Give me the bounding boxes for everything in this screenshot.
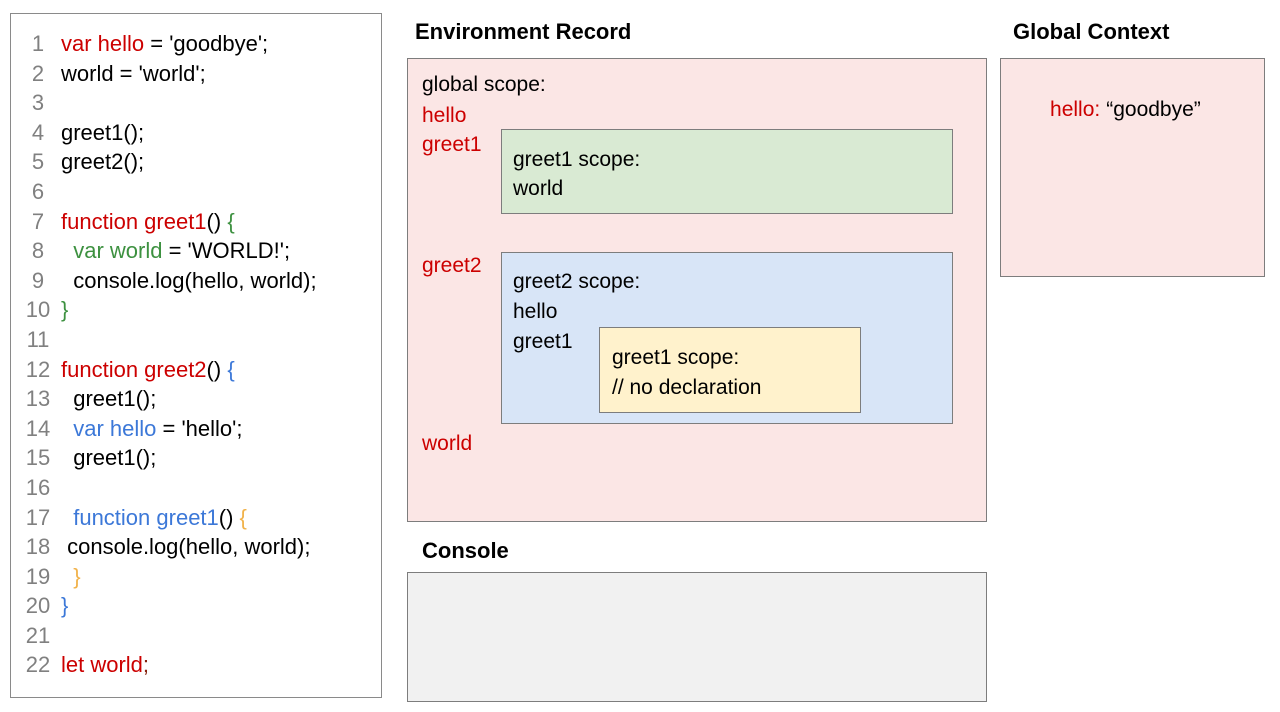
line-number: 4: [31, 119, 45, 145]
code-segment: world = 'world';: [61, 60, 206, 86]
code-line: 2 world = 'world';: [11, 59, 381, 89]
line-number: 22: [25, 652, 51, 678]
line-number: 2: [31, 60, 45, 86]
code-lines: 1 var hello = 'goodbye'; 2 world = 'world';…: [11, 29, 381, 680]
code-segment: = 'goodbye';: [144, 31, 269, 56]
line-number: 9: [31, 267, 45, 293]
code-panel: 1 var hello = 'goodbye'; 2 world = 'world';…: [10, 13, 382, 698]
code-line: 6: [11, 177, 381, 207]
code-line: 1 var hello = 'goodbye';: [11, 29, 381, 59]
greet2-scope-label: greet2 scope:: [513, 270, 641, 293]
code-line: 16: [11, 473, 381, 503]
line-number: 7: [31, 208, 45, 234]
global-var-world: world: [422, 432, 473, 455]
nested-greet1-scope-comment: // no declaration: [612, 376, 762, 399]
console-output-box: [407, 572, 987, 702]
greet2-scope-var-hello: hello: [513, 300, 558, 323]
code-line: 9 console.log(hello, world);: [11, 266, 381, 296]
line-number: 8: [31, 238, 45, 264]
code-segment: console.log(hello, world);: [61, 267, 317, 293]
line-number: 12: [25, 356, 51, 382]
line-number: 15: [25, 445, 51, 471]
code-segment: }: [61, 297, 69, 323]
environment-record-title: Environment Record: [415, 19, 632, 44]
code-segment: }: [61, 593, 69, 619]
code-segment: function greet1: [61, 504, 219, 530]
global-context-entry-name: hello:: [1050, 98, 1101, 121]
line-number: 11: [26, 326, 50, 352]
line-number: 3: [31, 90, 45, 116]
line-number: 19: [25, 563, 51, 589]
code-line: 19 }: [11, 562, 381, 592]
line-number: 5: [31, 149, 45, 175]
code-segment: = 'WORLD!';: [162, 238, 291, 264]
global-var-greet2: greet2: [422, 254, 482, 277]
code-line: 3: [11, 88, 381, 118]
global-var-hello: hello: [422, 104, 467, 127]
greet1-scope-label: greet1 scope:: [513, 148, 641, 171]
global-context-box: hello:“goodbye”: [1000, 58, 1265, 277]
code-segment: greet2();: [61, 149, 145, 175]
code-line: 18 console.log(hello, world);: [11, 532, 381, 562]
line-number: 13: [25, 386, 51, 412]
code-segment: function greet2: [61, 356, 207, 382]
code-segment: function greet1: [61, 208, 207, 234]
line-number: 1: [31, 31, 45, 56]
greet1-scope-box: greet1 scope: world: [501, 129, 953, 214]
code-segment: {: [227, 356, 235, 382]
line-number: 17: [25, 504, 51, 530]
code-segment: greet1();: [61, 386, 157, 412]
global-scope-box: global scope: hello greet1 greet2 world …: [407, 58, 987, 522]
code-segment: = 'hello';: [156, 415, 243, 441]
code-line: 21: [11, 621, 381, 651]
code-segment: }: [61, 563, 81, 589]
code-segment: var hello: [61, 415, 157, 441]
code-line: 10}: [11, 295, 381, 325]
code-segment: {: [227, 208, 235, 234]
line-number: 16: [25, 474, 51, 500]
code-line: 8 var world = 'WORLD!';: [11, 236, 381, 266]
code-line: 13 greet1();: [11, 384, 381, 414]
line-number: 6: [31, 178, 45, 204]
code-line: 14 var hello = 'hello';: [11, 414, 381, 444]
code-line: 20}: [11, 591, 381, 621]
line-number: 10: [25, 297, 51, 323]
greet2-scope-var-greet1: greet1: [513, 330, 573, 353]
global-context-title: Global Context: [1013, 19, 1170, 44]
greet1-scope-var-world: world: [513, 177, 564, 200]
console-title: Console: [422, 538, 509, 563]
code-segment: ;: [142, 652, 150, 678]
code-line: 11: [11, 325, 381, 355]
nested-greet1-scope-box: greet1 scope: // no declaration: [599, 327, 861, 413]
code-line: 7 function greet1() {: [11, 207, 381, 237]
line-number: 14: [25, 415, 51, 441]
code-segment: (): [206, 356, 228, 382]
greet2-scope-box: greet2 scope: hello greet1 greet1 scope:…: [501, 252, 953, 424]
code-line: 5 greet2();: [11, 147, 381, 177]
global-scope-label: global scope:: [422, 73, 546, 96]
global-context-entry-value: “goodbye”: [1106, 98, 1201, 121]
code-line: 15 greet1();: [11, 443, 381, 473]
line-number: 18: [25, 534, 51, 560]
line-number: 20: [25, 593, 51, 619]
code-segment: let world: [61, 652, 143, 678]
code-segment: var hello: [61, 31, 145, 56]
code-segment: greet1();: [61, 119, 145, 145]
code-segment: console.log(hello, world);: [61, 534, 311, 560]
code-segment: (): [218, 504, 240, 530]
code-segment: var world: [61, 238, 163, 264]
code-line: 22 let world;: [11, 650, 381, 680]
code-segment: {: [239, 504, 247, 530]
nested-greet1-scope-label: greet1 scope:: [612, 346, 740, 369]
global-context-entry: hello:“goodbye”: [1015, 74, 1201, 146]
code-segment: (): [206, 208, 228, 234]
code-segment: greet1();: [61, 445, 157, 471]
code-line: 12 function greet2() {: [11, 355, 381, 385]
global-var-greet1: greet1: [422, 133, 482, 156]
code-line: 17 function greet1() {: [11, 503, 381, 533]
line-number: 21: [25, 622, 51, 648]
code-line: 4 greet1();: [11, 118, 381, 148]
